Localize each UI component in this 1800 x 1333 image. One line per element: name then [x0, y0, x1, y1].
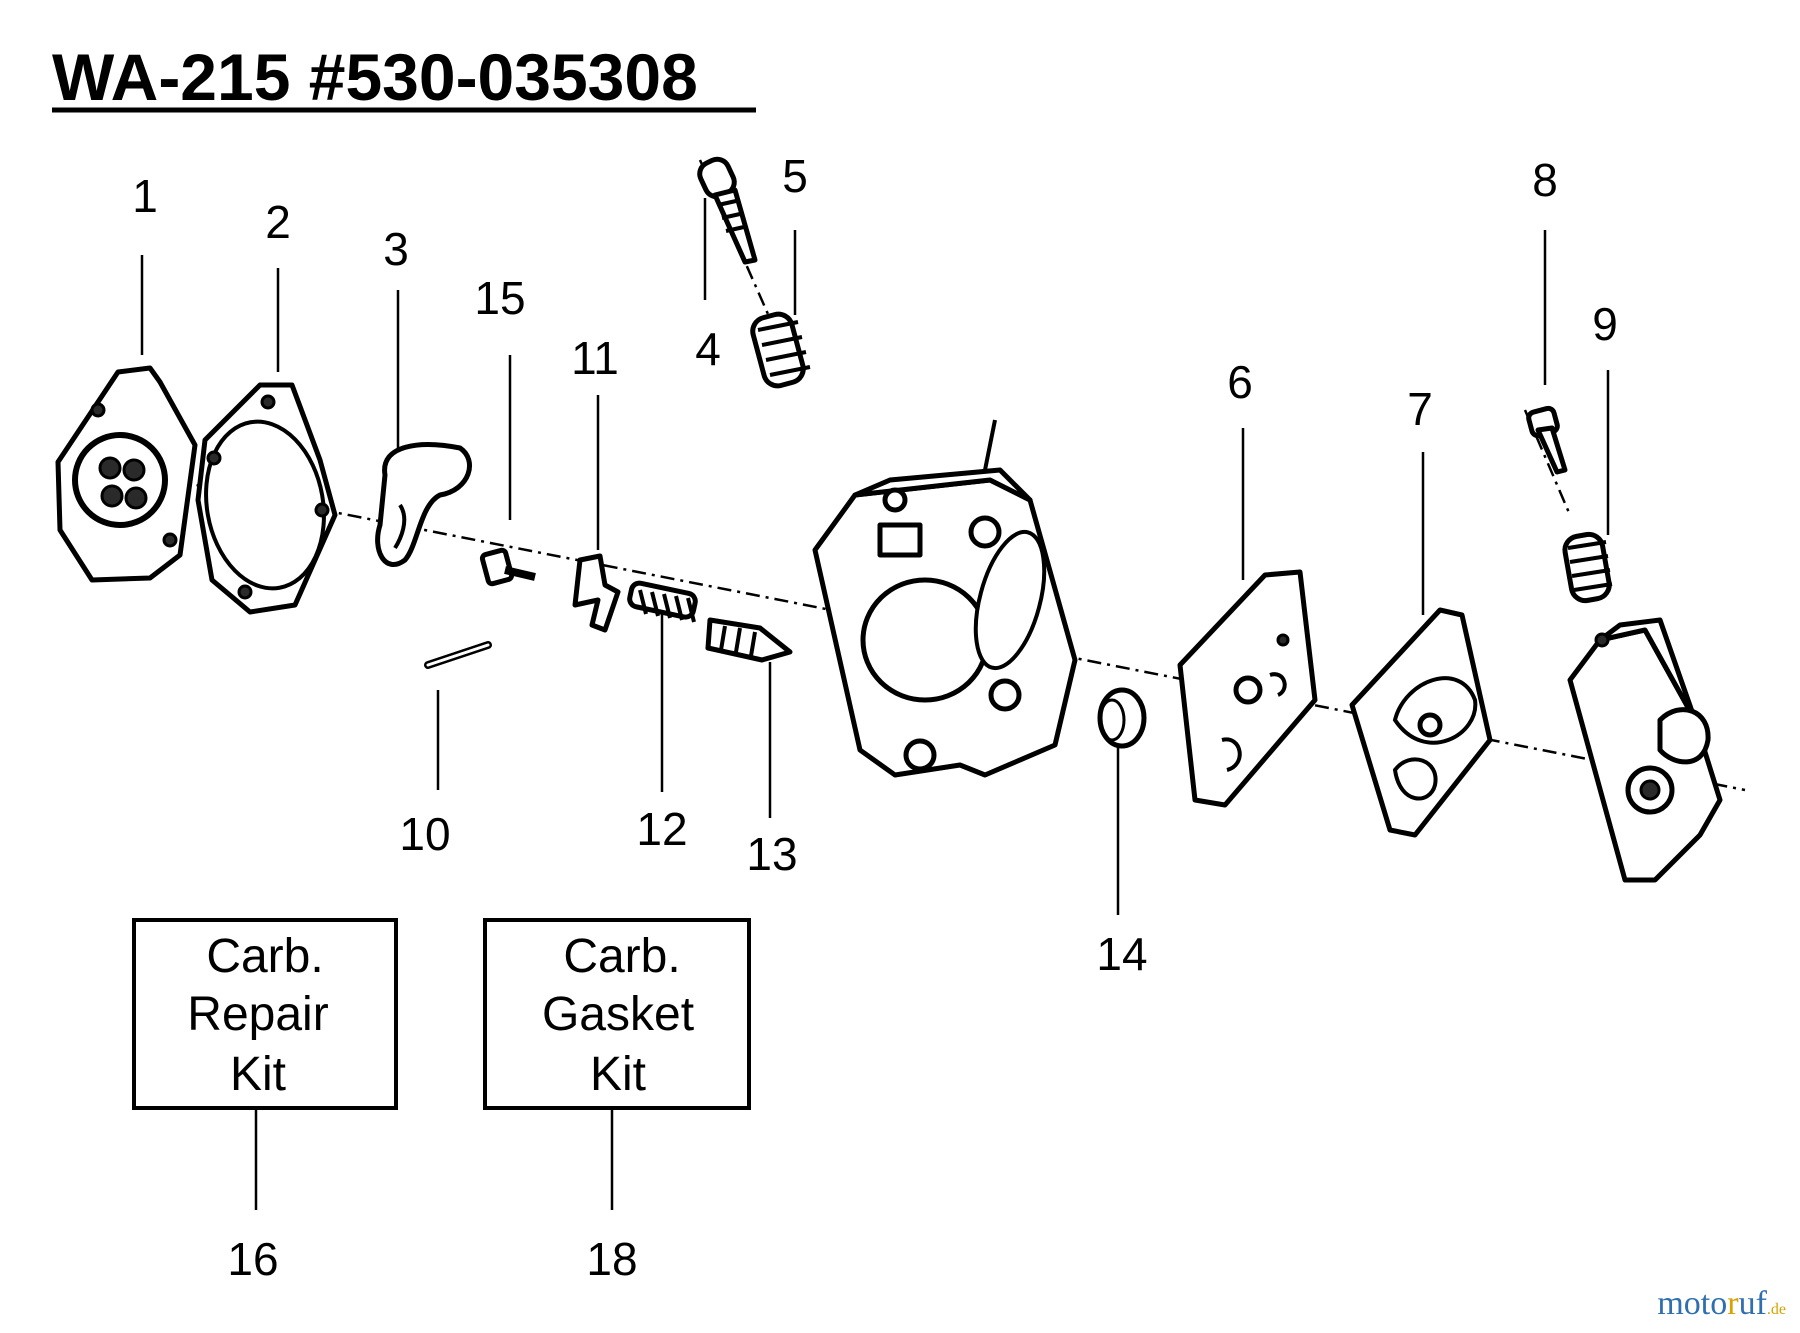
carburetor-body	[812, 419, 1078, 778]
part-4-adjusting-needle	[697, 156, 758, 265]
callout-7: 7	[1407, 383, 1433, 435]
callout-3: 3	[383, 223, 409, 275]
callout-13: 13	[746, 828, 797, 880]
kit-repair-line-3: Kit	[230, 1048, 286, 1101]
part-6-metering-diaphragm	[1177, 569, 1318, 808]
callout-15: 15	[474, 272, 525, 324]
callout-6: 6	[1227, 356, 1253, 408]
part-2-pump-gasket	[195, 382, 338, 615]
callout-4: 4	[695, 323, 721, 375]
callout-18: 18	[586, 1233, 637, 1285]
part-12-spring	[627, 580, 698, 623]
watermark-suffix: .de	[1766, 1301, 1786, 1318]
kit-box-gasket: Carb. Gasket Kit	[483, 918, 751, 1110]
needle-axis-right	[1523, 409, 1572, 516]
callout-9: 9	[1592, 298, 1618, 350]
part-5-needle-spring	[750, 311, 811, 389]
callout-16: 16	[227, 1233, 278, 1285]
callout-5: 5	[782, 150, 808, 202]
part-1-pump-cover	[55, 365, 198, 583]
watermark-part-2: r	[1727, 1285, 1739, 1322]
callout-12: 12	[636, 803, 687, 855]
callout-10: 10	[399, 808, 450, 860]
watermark-part-1: moto	[1657, 1285, 1728, 1322]
part-15-screw	[479, 547, 536, 587]
watermark-logo: motoruf.de	[1657, 1285, 1786, 1323]
kit-box-repair: Carb. Repair Kit	[132, 918, 398, 1110]
metering-cover	[1567, 617, 1723, 883]
callout-2: 2	[265, 196, 291, 248]
callout-numbers: 1 2 3 4 5 6 7 8 9 10 11 12 13 14 15 16 1…	[132, 150, 1618, 1285]
kit-gasket-line-1: Carb.	[563, 930, 680, 983]
watermark-part-3: uf	[1738, 1285, 1767, 1322]
callout-1: 1	[132, 170, 158, 222]
kit-gasket-line-3: Kit	[590, 1048, 646, 1101]
part-8-adjusting-needle	[1526, 405, 1568, 475]
callout-11: 11	[571, 332, 619, 384]
part-11-inlet-lever	[572, 553, 621, 633]
part-13-needle-valve	[705, 617, 793, 663]
callout-8: 8	[1532, 154, 1558, 206]
callout-14: 14	[1096, 928, 1147, 980]
part-9-needle-spring	[1562, 531, 1613, 604]
part-7-metering-gasket	[1349, 607, 1493, 838]
part-14-welch-plug	[1097, 687, 1147, 749]
kit-repair-line-1: Carb.	[206, 930, 323, 983]
kit-gasket-line-2: Gasket	[542, 988, 694, 1041]
part-10-pin	[424, 641, 492, 669]
leader-lines	[140, 198, 1610, 1210]
diagram-title: WA-215 #530-035308	[52, 40, 698, 114]
part-3-fuel-screen	[375, 442, 472, 567]
kit-repair-line-2: Repair	[187, 988, 328, 1041]
